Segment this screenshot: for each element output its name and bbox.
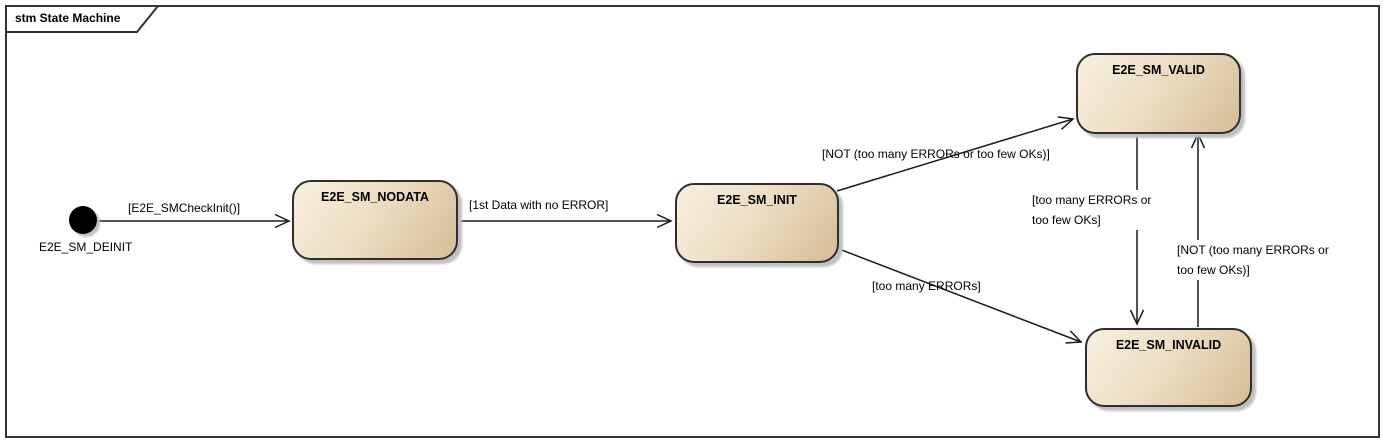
guard-init-to-invalid[interactable]: [too many ERRORs] xyxy=(872,279,981,293)
state-init-title: E2E_SM_INIT xyxy=(717,193,797,207)
state-valid[interactable]: E2E_SM_VALID xyxy=(1076,53,1241,134)
state-invalid-title: E2E_SM_INVALID xyxy=(1115,338,1222,352)
frame-title: stm State Machine xyxy=(15,11,121,25)
diagram-frame xyxy=(5,5,1380,438)
transition-init-to-invalid[interactable] xyxy=(838,248,1081,342)
state-nodata[interactable]: E2E_SM_NODATA xyxy=(292,180,458,260)
initial-state-label: E2E_SM_DEINIT xyxy=(39,240,133,254)
guard-init-to-valid[interactable]: [NOT (too many ERRORs or too few OKs)] xyxy=(822,147,1050,161)
state-init[interactable]: E2E_SM_INIT xyxy=(675,183,839,263)
guard-nodata-to-init[interactable]: [1st Data with no ERROR] xyxy=(469,198,609,212)
guard-deinit-to-nodata[interactable]: [E2E_SMCheckInit()] xyxy=(128,201,241,215)
initial-state-node[interactable] xyxy=(69,206,97,234)
frame-tab xyxy=(5,5,161,33)
guard-valid-to-invalid[interactable]: [too many ERRORs or too few OKs] xyxy=(1031,190,1153,230)
transition-init-to-valid[interactable] xyxy=(836,119,1073,192)
state-valid-title: E2E_SM_VALID xyxy=(1112,63,1205,77)
state-invalid[interactable]: E2E_SM_INVALID xyxy=(1085,328,1252,407)
guard-invalid-to-valid[interactable]: [NOT (too many ERRORs or too few OKs)] xyxy=(1176,240,1334,280)
state-nodata-title: E2E_SM_NODATA xyxy=(321,190,429,204)
